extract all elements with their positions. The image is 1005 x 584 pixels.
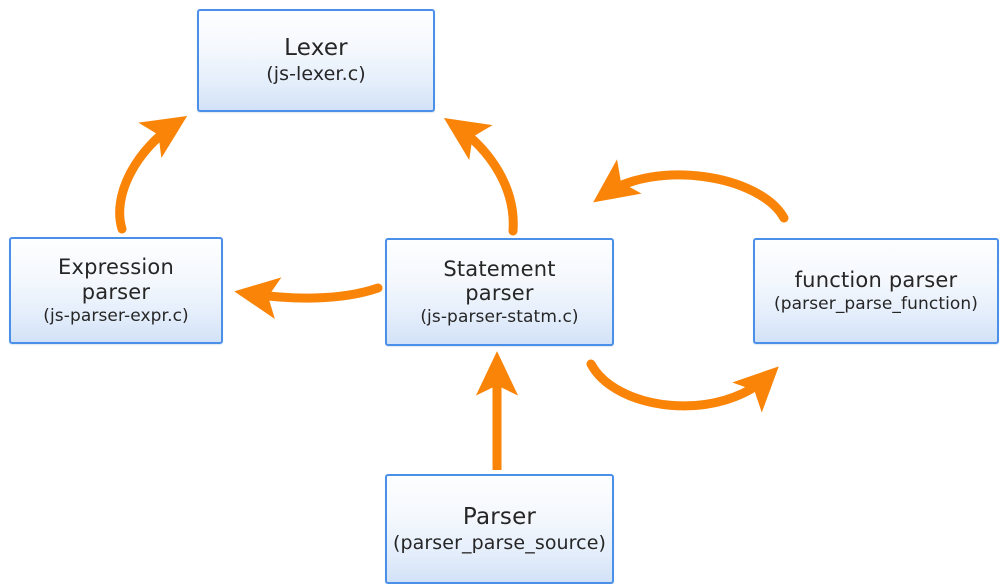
node-statement-parser[interactable]: Statement parser (js-parser-statm.c) [385,238,614,346]
node-parser-subtitle: (parser_parse_source) [392,531,607,554]
edge-function-parser-to-statement-parser [593,159,789,223]
node-lexer-subtitle: (js-lexer.c) [266,63,366,86]
node-expression-parser[interactable]: Expression parser (js-parser-expr.c) [9,237,223,344]
node-lexer[interactable]: Lexer (js-lexer.c) [197,9,435,112]
edge-expression-parser-to-lexer [115,116,188,234]
edge-statement-parser-to-lexer [443,117,518,236]
edge-statement-parser-to-function-parser [586,359,779,413]
node-lexer-title: Lexer [284,35,348,62]
node-function-parser-subtitle: (parser_parse_function) [773,293,979,314]
edge-statement-parser-to-expression-parser [234,277,383,319]
node-expression-parser-title: Expression parser [58,255,174,304]
node-parser[interactable]: Parser (parser_parse_source) [385,474,614,584]
node-function-parser[interactable]: function parser (parser_parse_function) [753,238,999,344]
node-statement-parser-title: Statement parser [443,256,556,306]
node-parser-title: Parser [462,503,537,530]
node-statement-parser-subtitle: (js-parser-statm.c) [420,307,579,328]
node-expression-parser-subtitle: (js-parser-expr.c) [43,305,189,326]
node-function-parser-title: function parser [794,268,958,293]
